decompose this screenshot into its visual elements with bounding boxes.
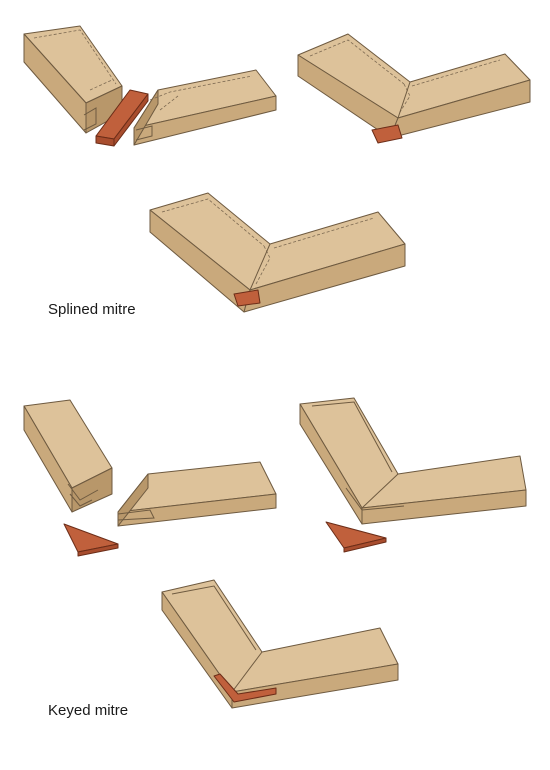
splined-exploded-right-board: [133, 69, 277, 146]
splined-finished-spline: [233, 289, 261, 307]
keyed-finished-joint: [161, 579, 399, 709]
splined-assembled-view-right: [297, 33, 531, 144]
splined-exploded-spline: [95, 89, 149, 147]
keyed-finished-key: [213, 673, 277, 703]
splined-exploded-view: [23, 25, 277, 147]
splined-finished-joint: [149, 192, 406, 313]
splined-exploded-left-board: [23, 25, 123, 134]
keyed-exploded-right-board: [117, 461, 277, 527]
splined-assembled-spline-right: [371, 124, 403, 144]
splined-mitre-caption: Splined mitre: [48, 301, 136, 318]
keyed-assembled-key: [325, 521, 387, 553]
keyed-exploded-key: [63, 523, 119, 557]
keyed-assembled-view-right: [299, 397, 527, 553]
keyed-exploded-left-board: [23, 399, 113, 513]
keyed-mitre-caption: Keyed mitre: [48, 702, 129, 719]
keyed-exploded-view: [23, 399, 277, 557]
